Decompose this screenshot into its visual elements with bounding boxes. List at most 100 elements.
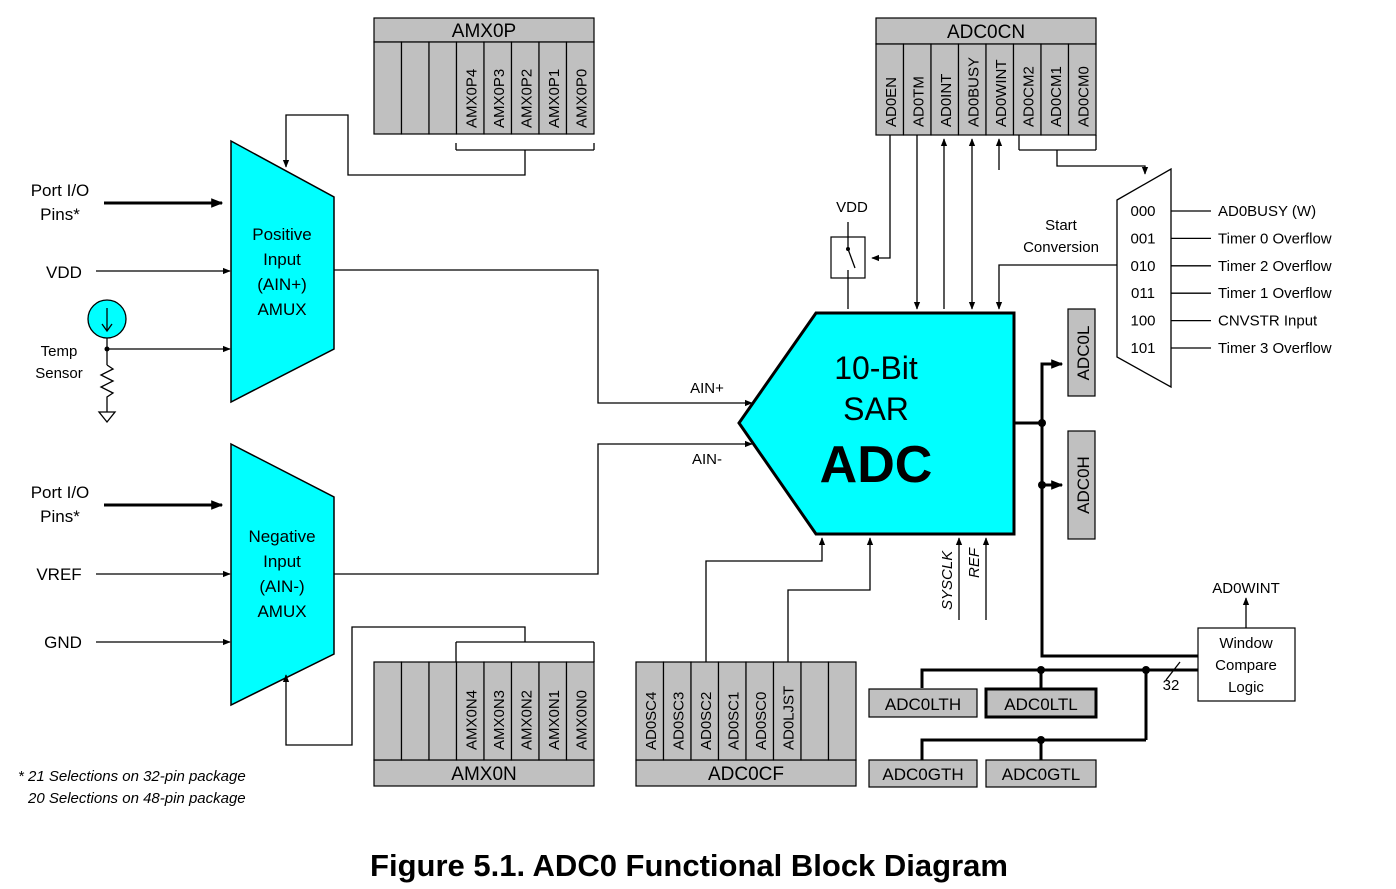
register-bit-field: [565, 661, 595, 761]
sar-adc: 10-Bit SAR ADC: [737, 311, 1016, 536]
data-registers: ADC0L ADC0H: [1014, 308, 1096, 540]
sar-adc-shape: [737, 311, 1016, 536]
register-bit-field: [772, 661, 802, 761]
register-bit-label: AMX0N0: [573, 690, 590, 750]
register-bit-label: AD0SC4: [643, 692, 660, 750]
sysclk-label: SYSCLK: [939, 550, 956, 610]
register-bit-label: AD0SC2: [698, 692, 715, 750]
start-conversion-line1: Start: [1045, 217, 1078, 234]
ain-wires: AIN+ AIN-: [334, 269, 753, 575]
adc-line2: SAR: [843, 391, 909, 427]
ain-minus-wire: [334, 440, 753, 575]
start-conversion-wire: [995, 264, 1117, 310]
vdd-input-label: VDD: [46, 263, 82, 282]
register-bit-field: [1040, 43, 1070, 136]
register-bit-field: [717, 661, 747, 761]
start-conversion-line2: Conversion: [1023, 239, 1099, 256]
ain-plus-label: AIN+: [690, 380, 724, 397]
register-bit-field: [428, 41, 458, 135]
register-bit-label: AMX0N4: [463, 690, 480, 750]
positive-amux-line3: (AIN+): [257, 275, 307, 294]
register-bit-field: [455, 661, 485, 761]
adc0cf-name: ADC0CF: [708, 764, 784, 785]
register-bit-field: [635, 661, 665, 761]
conversion-mux-shape: [1116, 167, 1172, 389]
register-bit-label: AD0SC1: [725, 692, 742, 750]
positive-amux-shape: [230, 139, 335, 404]
register-bit-label: AMX0N1: [546, 690, 563, 750]
register-bit-field: [400, 661, 430, 761]
positive-amux: Positive Input (AIN+) AMUX: [230, 139, 335, 404]
register-bit-field: [1067, 43, 1097, 136]
register-bit-field: [745, 661, 775, 761]
clock-inputs: SYSCLK REF: [939, 537, 990, 620]
amx0n-header: [373, 759, 595, 787]
register-bit-field: [483, 661, 513, 761]
ref-label: REF: [966, 547, 983, 578]
amx0p-header: [373, 17, 595, 43]
register-bit-label: AMX0P3: [491, 69, 508, 128]
register-bit-label: AD0CM1: [1048, 66, 1065, 127]
register-bit-label: AD0INT: [938, 74, 955, 127]
bus-width-label: 32: [1163, 677, 1180, 694]
window-compare-line3: Logic: [1228, 679, 1264, 696]
adc0cf-wires: [705, 537, 874, 662]
conversion-source-label: Timer 3 Overflow: [1218, 340, 1332, 357]
adc0gtl-register: [985, 759, 1097, 788]
conversion-source-label: AD0BUSY (W): [1218, 203, 1316, 220]
gnd-input-label: GND: [44, 633, 82, 652]
footnote-line2: 20 Selections on 48-pin package: [27, 790, 246, 807]
register-bit-field: [875, 43, 905, 136]
left-inputs: Port I/O Pins* VDD Temp Sensor Port I/O …: [31, 181, 231, 652]
adc0cn-header: [875, 17, 1097, 45]
negative-amux: Negative Input (AIN-) AMUX: [230, 442, 335, 707]
register-bit-field: [930, 43, 960, 136]
current-source-arrow-head: [101, 323, 113, 333]
negative-amux-line4: AMUX: [257, 602, 306, 621]
register-bit-field: [400, 41, 430, 135]
register-bit-label: AD0WINT: [993, 60, 1010, 128]
register-bit-field: [800, 661, 830, 761]
window-compare-line1: Window: [1219, 635, 1273, 652]
register-bit-field: [428, 661, 458, 761]
adc0cf-header: [635, 759, 857, 787]
register-bit-label: AD0SC3: [670, 692, 687, 750]
negative-amux-line3: (AIN-): [259, 577, 304, 596]
port-io-2-line1: Port I/O: [31, 483, 90, 502]
amx0p-name: AMX0P: [452, 21, 516, 42]
adc0lth-label: ADC0LTH: [885, 695, 961, 714]
negative-amux-line1: Negative: [248, 527, 315, 546]
register-bit-field: [538, 41, 568, 135]
port-io-2-line2: Pins*: [40, 507, 80, 526]
register-bit-label: AMX0P4: [463, 69, 480, 128]
amx0n-name: AMX0N: [451, 764, 516, 785]
conversion-source-label: Timer 2 Overflow: [1218, 258, 1332, 275]
adc-line1: 10-Bit: [834, 350, 918, 386]
conversion-source-label: Timer 0 Overflow: [1218, 230, 1332, 247]
figure-caption: Figure 5.1. ADC0 Functional Block Diagra…: [370, 848, 1008, 883]
conversion-source-label: Timer 1 Overflow: [1218, 285, 1332, 302]
temp-sensor-label-line2: Sensor: [35, 365, 83, 382]
window-compare-line2: Compare: [1215, 657, 1277, 674]
adc0l-register: [1067, 308, 1096, 397]
positive-amux-line1: Positive: [252, 225, 312, 244]
adc0gtl-label: ADC0GTL: [1002, 765, 1080, 784]
adc0cn-wires: [871, 135, 1149, 310]
adc0h-label: ADC0H: [1074, 456, 1093, 514]
adc0cn-name: ADC0CN: [947, 22, 1025, 43]
conversion-source-label: CNVSTR Input: [1218, 313, 1318, 330]
register-bit-field: [985, 43, 1015, 136]
register-bit-field: [902, 43, 932, 136]
register-bit-label: AD0TM: [910, 76, 927, 127]
register-bit-label: AD0EN: [883, 77, 900, 127]
ain-plus-wire: [334, 269, 753, 407]
register-bit-label: AD0CM2: [1020, 66, 1037, 127]
register-bit-label: AD0LJST: [780, 686, 797, 750]
